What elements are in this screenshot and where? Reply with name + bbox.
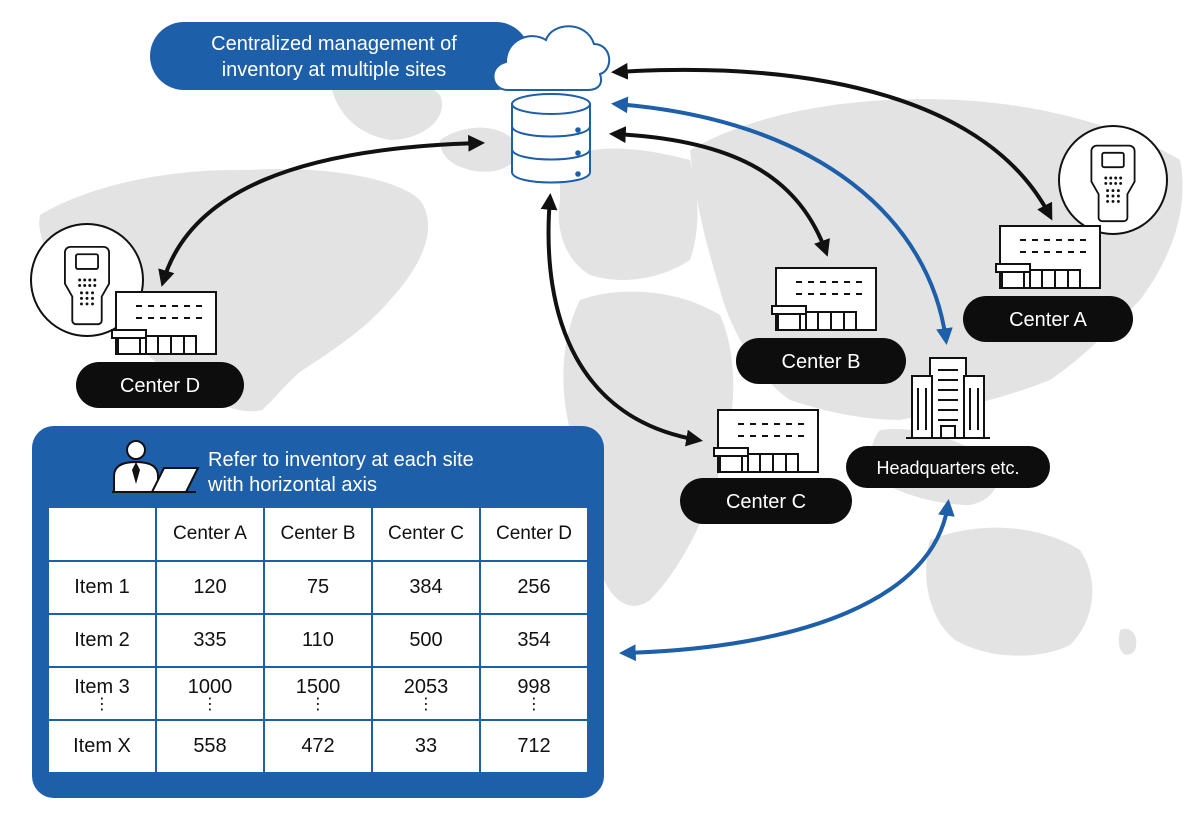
table-cell: 110 [263, 613, 373, 668]
table-cell: 120 [155, 560, 265, 615]
handheld-scanner-icon [63, 245, 111, 326]
table-cell: 256 [479, 560, 589, 615]
handheld-scanner-icon [1090, 144, 1136, 223]
ellipsis-mark: ⋮ [94, 695, 110, 713]
row-label: Item 2 [47, 613, 157, 668]
cloud-label-line2: inventory at multiple sites [222, 59, 447, 81]
ellipsis-mark: ⋮ [418, 695, 434, 713]
table-header-row: Center A Center B Center C Center D [47, 506, 589, 562]
headquarters-label: Headquarters etc. [876, 458, 1019, 478]
table-cell: 500 [371, 613, 481, 668]
cell-value: 998 [517, 675, 551, 698]
center-b-label: Center B [782, 351, 861, 373]
center-c-group: Center C [680, 409, 852, 524]
table-cell: 75 [263, 560, 373, 615]
center-c-label: Center C [726, 491, 806, 513]
arrow-db-center-a [610, 62, 1053, 221]
inventory-panel: Refer to inventory at each site with hor… [32, 426, 604, 798]
column-header: Center B [263, 506, 373, 562]
panel-title-line2: with horizontal axis [208, 474, 377, 496]
center-d-pill [76, 362, 244, 408]
arrow-db-center-d [158, 134, 486, 287]
warehouse-icon [995, 225, 1101, 289]
arrow-headquarters-table [618, 499, 955, 662]
center-b-group: Center B [736, 267, 906, 384]
panel-title: Refer to inventory at each site with hor… [208, 448, 588, 498]
column-header: Center C [371, 506, 481, 562]
table-cell: 472 [263, 719, 373, 774]
table-cell: 558 [155, 719, 265, 774]
headquarters-group: Headquarters etc. [846, 357, 1050, 488]
center-b-pill [736, 338, 906, 384]
cloud-label-line1: Centralized management of [211, 33, 457, 55]
cell-value: 1500 [295, 675, 341, 698]
cell-value: 2053 [403, 675, 449, 698]
row-label: Item X [47, 719, 157, 774]
arrow-db-center-c [540, 192, 703, 447]
office-building-icon [906, 357, 990, 439]
table-cell: 712 [479, 719, 589, 774]
table-row: Item 1 120 75 384 256 [47, 560, 589, 615]
table-cell: 1000⋮ [155, 666, 265, 721]
panel-title-line1: Refer to inventory at each site [208, 449, 474, 471]
ellipsis-mark: ⋮ [310, 695, 326, 713]
center-a-group: Center A [963, 125, 1168, 342]
table-corner-cell [47, 506, 157, 562]
person-laptop-icon [112, 440, 200, 493]
center-a-label: Center A [1009, 309, 1087, 331]
row-label: Item 1 [47, 560, 157, 615]
connection-arrows [158, 62, 1053, 662]
row-label-text: Item 3 [74, 675, 130, 698]
cloud-label: Centralized management of inventory at m… [150, 22, 530, 90]
table-cell: 335 [155, 613, 265, 668]
database-icon [511, 93, 591, 184]
warehouse-icon [111, 291, 217, 355]
arrow-db-headquarters [610, 96, 953, 345]
ellipsis-mark: ⋮ [202, 695, 218, 713]
table-row: Item 2 335 110 500 354 [47, 613, 589, 668]
table-row: Item 3⋮ 1000⋮ 1500⋮ 2053⋮ 998⋮ [47, 666, 589, 721]
center-d-group: Center D [30, 223, 244, 408]
table-row: Item X 558 472 33 712 [47, 719, 589, 774]
table-cell: 998⋮ [479, 666, 589, 721]
column-header: Center A [155, 506, 265, 562]
cloud-icon [492, 25, 610, 91]
warehouse-icon [771, 267, 877, 331]
row-label: Item 3⋮ [47, 666, 157, 721]
center-c-pill [680, 478, 852, 524]
column-header: Center D [479, 506, 589, 562]
table-cell: 2053⋮ [371, 666, 481, 721]
cell-value: 1000 [187, 675, 233, 698]
ellipsis-mark: ⋮ [526, 695, 542, 713]
table-cell: 384 [371, 560, 481, 615]
headquarters-pill [846, 446, 1050, 488]
center-a-pill [963, 296, 1133, 342]
inventory-table: Center A Center B Center C Center D Item… [47, 506, 589, 774]
table-cell: 354 [479, 613, 589, 668]
table-cell: 1500⋮ [263, 666, 373, 721]
center-d-label: Center D [120, 375, 200, 397]
table-cell: 33 [371, 719, 481, 774]
warehouse-icon [713, 409, 819, 473]
